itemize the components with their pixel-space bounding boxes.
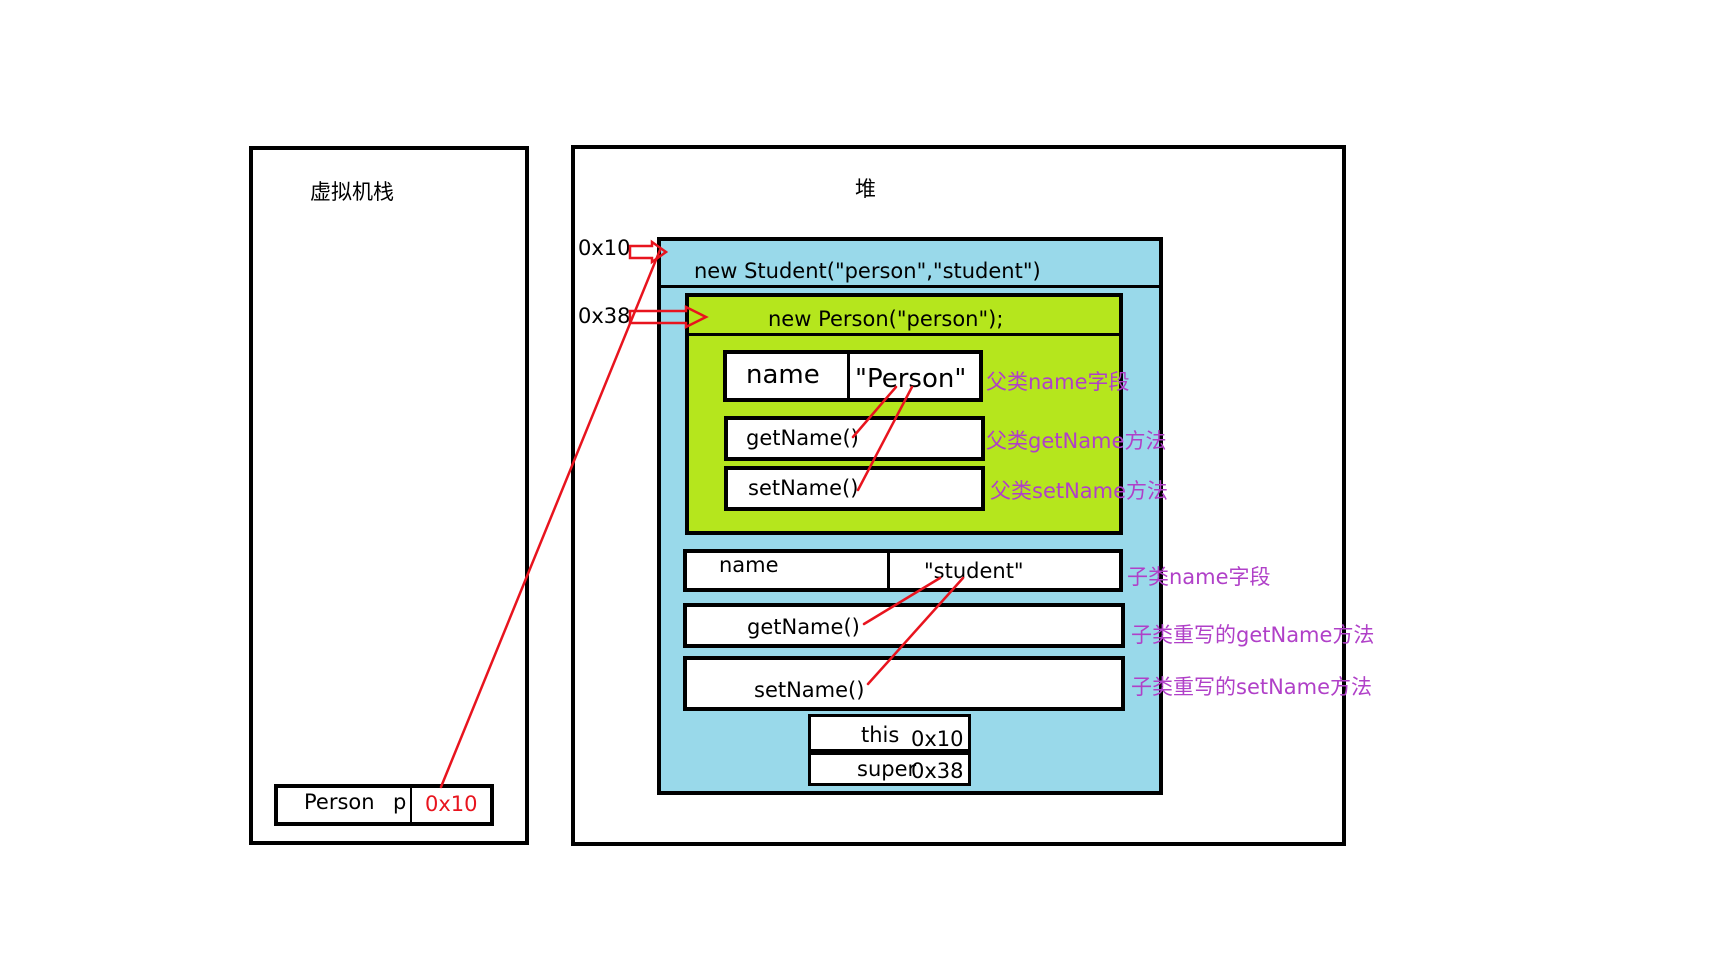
student-setname-method: setName() xyxy=(683,656,1125,711)
this-value: 0x10 xyxy=(911,727,964,751)
student-header: new Student("person","student") xyxy=(694,259,1041,283)
note-child-setname: 子类重写的setName方法 xyxy=(1131,675,1373,699)
address-person-label: 0x38 xyxy=(578,304,631,328)
student-name-field: name "student" xyxy=(683,549,1123,592)
heap-title: 堆 xyxy=(855,177,876,201)
person-getname-method: getName() xyxy=(724,416,985,461)
person-setname-label: setName() xyxy=(748,476,859,500)
student-setname-label: setName() xyxy=(754,678,865,702)
arrow-0x38-icon xyxy=(628,304,709,330)
stack-panel: 虚拟机栈 Person p 0x10 xyxy=(249,146,529,845)
super-value: 0x38 xyxy=(911,759,964,783)
link-student-name-setname xyxy=(866,576,965,686)
address-student-label: 0x10 xyxy=(578,236,631,260)
stack-var-value: 0x10 xyxy=(425,792,478,816)
person-setname-method: setName() xyxy=(724,466,985,511)
link-person-name-getname xyxy=(851,385,898,439)
stack-var-divider xyxy=(410,788,412,822)
person-name-divider xyxy=(847,354,850,398)
note-child-getname: 子类重写的getName方法 xyxy=(1131,623,1375,647)
person-name-field: name "Person" xyxy=(723,350,983,402)
student-name-divider xyxy=(887,553,890,588)
this-reference: this 0x10 xyxy=(808,714,971,752)
student-getname-label: getName() xyxy=(747,615,860,639)
super-reference: super 0x38 xyxy=(808,752,971,786)
student-name-label: name xyxy=(719,553,779,577)
note-parent-getname: 父类getName方法 xyxy=(986,429,1167,453)
link-person-name-setname xyxy=(856,385,914,492)
link-student-name-getname xyxy=(862,576,942,626)
stack-var-type: Person xyxy=(304,790,375,814)
student-header-divider xyxy=(661,285,1159,288)
pointer-p-to-student xyxy=(439,248,662,789)
note-child-name-field: 子类name字段 xyxy=(1127,565,1271,589)
this-label: this xyxy=(861,723,900,747)
note-parent-setname: 父类setName方法 xyxy=(990,479,1169,503)
person-getname-label: getName() xyxy=(746,426,859,450)
stack-title: 虚拟机栈 xyxy=(310,180,394,204)
person-header: new Person("person"); xyxy=(768,307,1004,331)
note-parent-name-field: 父类name字段 xyxy=(986,370,1130,394)
stack-variable-p: Person p 0x10 xyxy=(274,784,494,826)
person-name-label: name xyxy=(746,360,820,390)
student-getname-method: getName() xyxy=(683,603,1125,648)
person-header-divider xyxy=(689,333,1119,336)
arrow-0x10-icon xyxy=(628,239,669,265)
stack-var-name: p xyxy=(393,790,407,814)
super-label: super xyxy=(857,757,917,781)
